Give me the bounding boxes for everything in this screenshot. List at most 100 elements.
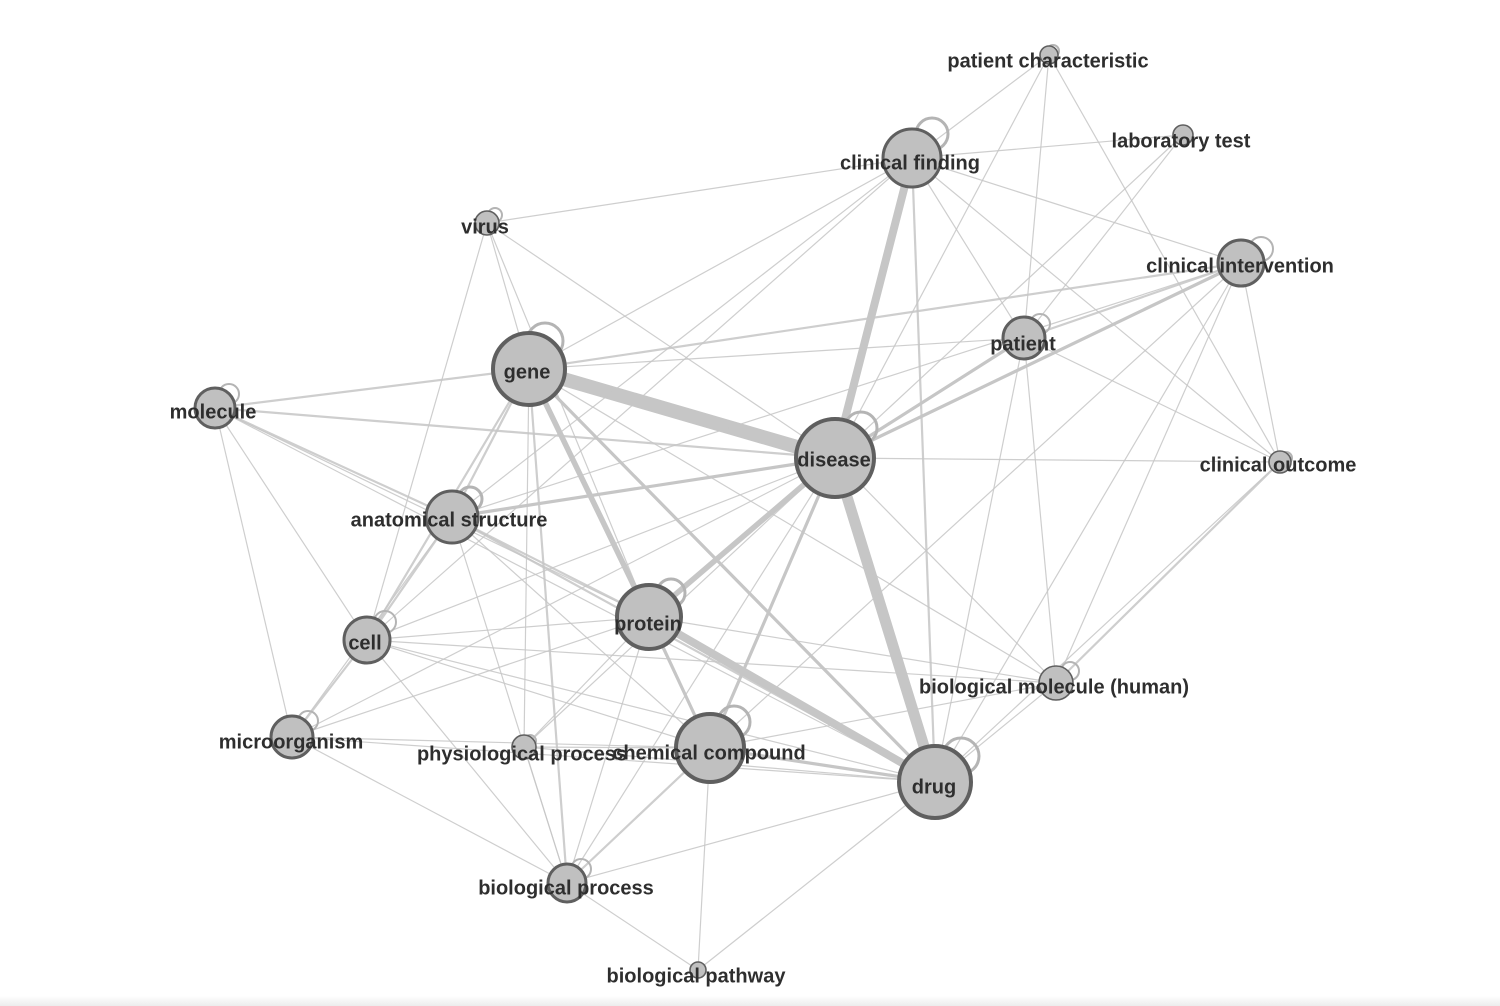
- node-patient[interactable]: [1001, 315, 1047, 361]
- node-patient-characteristic[interactable]: [1039, 45, 1059, 65]
- node-chemical-compound[interactable]: [674, 712, 746, 784]
- edge-disease-molecule: [213, 406, 837, 460]
- edge-disease-clinical-outcome: [834, 457, 1281, 463]
- edge-microorganism-disease: [291, 457, 836, 738]
- edge-clinical-intervention-biological-molecule-human: [1055, 262, 1242, 684]
- edge-cell-biological-molecule-human: [366, 639, 1057, 684]
- node-gene[interactable]: [491, 331, 567, 407]
- node-label-cell: cell: [348, 632, 381, 654]
- node-protein[interactable]: [615, 583, 683, 651]
- edge-gene-clinical-intervention: [527, 261, 1243, 371]
- node-cell[interactable]: [342, 615, 392, 665]
- edge-chemical-compound-biological-pathway: [697, 747, 711, 971]
- node-physiological-process[interactable]: [511, 734, 537, 760]
- node-microorganism[interactable]: [269, 714, 315, 760]
- edge-laboratory-test-patient: [1023, 134, 1184, 339]
- edge-disease-cell: [366, 457, 836, 641]
- edge-virus-protein: [486, 222, 650, 618]
- edge-clinical-finding-drug: [910, 156, 937, 784]
- node-drug[interactable]: [897, 744, 973, 820]
- edge-clinical-finding-disease: [831, 154, 916, 462]
- node-virus[interactable]: [474, 210, 500, 236]
- edge-clinical-finding-cell: [366, 157, 913, 641]
- edge-gene-molecule: [213, 367, 531, 410]
- edge-cell-drug: [366, 639, 936, 783]
- edge-patient-characteristic-patient: [1023, 54, 1050, 339]
- edge-protein-biological-process: [566, 616, 650, 884]
- edge-anatomical-structure-chemical-compound: [451, 516, 711, 749]
- edge-protein-drug: [645, 613, 939, 786]
- edge-anatomical-structure-protein: [450, 515, 651, 619]
- node-biological-molecule-human[interactable]: [1038, 665, 1074, 701]
- edge-microorganism-protein: [291, 616, 650, 738]
- edge-biological-molecule-human-clinical-outcome: [1054, 460, 1282, 685]
- edge-protein-biological-molecule-human: [648, 616, 1057, 684]
- node-clinical-finding[interactable]: [881, 127, 943, 189]
- node-label-physiological-process: physiological process: [417, 743, 627, 765]
- edge-clinical-intervention-chemical-compound: [709, 262, 1242, 749]
- edge-molecule-microorganism: [214, 407, 293, 738]
- node-label-disease: disease: [797, 449, 870, 471]
- edge-molecule-anatomical-structure: [213, 406, 454, 519]
- edge-gene-biological-molecule-human: [528, 368, 1057, 684]
- edge-molecule-cell: [214, 407, 368, 641]
- edge-microorganism-biological-process: [291, 736, 568, 884]
- node-molecule[interactable]: [193, 386, 237, 430]
- edge-clinical-finding-clinical-intervention: [911, 157, 1242, 264]
- node-label-biological-process: biological process: [478, 877, 654, 899]
- node-label-clinical-finding: clinical finding: [840, 152, 980, 174]
- edge-patient-drug: [934, 337, 1025, 783]
- node-laboratory-test[interactable]: [1172, 124, 1194, 146]
- edge-drug-biological-process: [566, 781, 936, 884]
- edge-molecule-drug: [214, 407, 936, 783]
- edge-laboratory-test-disease: [834, 134, 1184, 459]
- edge-gene-chemical-compound: [528, 368, 711, 749]
- node-label-protein: protein: [614, 613, 682, 635]
- node-clinical-intervention[interactable]: [1216, 238, 1266, 288]
- edge-disease-drug: [829, 452, 941, 788]
- node-biological-pathway[interactable]: [689, 961, 707, 979]
- node-label-anatomical-structure: anatomical structure: [351, 509, 548, 531]
- edge-patient-gene: [528, 337, 1025, 370]
- edge-drug-biological-pathway: [697, 781, 936, 971]
- edge-virus-disease: [486, 222, 836, 459]
- node-biological-process[interactable]: [546, 862, 588, 904]
- node-label-laboratory-test: laboratory test: [1112, 130, 1251, 152]
- edge-chemical-compound-biological-molecule-human: [709, 682, 1057, 749]
- edge-patient-clinical-intervention: [1022, 261, 1243, 340]
- nodes-layer: [193, 45, 1292, 979]
- node-anatomical-structure[interactable]: [424, 489, 480, 545]
- node-label-biological-molecule-human: biological molecule (human): [919, 676, 1189, 698]
- node-label-chemical-compound: chemical compound: [612, 742, 805, 764]
- edge-disease-biological-process: [566, 457, 836, 884]
- node-label-patient-characteristic: patient characteristic: [947, 50, 1148, 72]
- edge-patient-characteristic-disease: [834, 54, 1050, 459]
- edge-patient-biological-molecule-human: [1023, 337, 1057, 684]
- node-label-patient: patient: [990, 333, 1056, 355]
- edge-clinical-intervention-drug: [934, 262, 1242, 783]
- edge-biological-process-physiological-process: [523, 746, 568, 884]
- edge-gene-disease: [522, 362, 842, 465]
- edge-cell-chemical-compound: [366, 639, 711, 749]
- node-label-biological-pathway: biological pathway: [607, 965, 787, 987]
- node-label-gene: gene: [504, 361, 551, 383]
- edge-patient-clinical-outcome: [1023, 337, 1281, 463]
- edge-drug-clinical-outcome: [934, 461, 1281, 783]
- edge-patient-characteristic-clinical-outcome: [1048, 54, 1281, 463]
- bottom-edge-shade: [0, 996, 1500, 1006]
- edge-disease-biological-molecule-human: [834, 457, 1057, 684]
- edge-cell-biological-process: [366, 639, 568, 884]
- node-clinical-outcome[interactable]: [1268, 450, 1292, 474]
- edge-clinical-intervention-clinical-outcome: [1240, 262, 1281, 463]
- node-disease[interactable]: [794, 417, 876, 499]
- edge-microorganism-drug: [291, 736, 936, 783]
- edge-clinical-finding-patient: [911, 157, 1025, 339]
- edge-clinical-finding-anatomical-structure: [451, 157, 913, 518]
- edge-microorganism-chemical-compound: [291, 736, 711, 749]
- edge-clinical-finding-gene: [528, 157, 913, 370]
- node-label-microorganism: microorganism: [219, 731, 363, 753]
- edge-virus-cell: [366, 222, 488, 641]
- node-label-molecule: molecule: [170, 401, 257, 423]
- edge-protein-cell: [366, 616, 650, 641]
